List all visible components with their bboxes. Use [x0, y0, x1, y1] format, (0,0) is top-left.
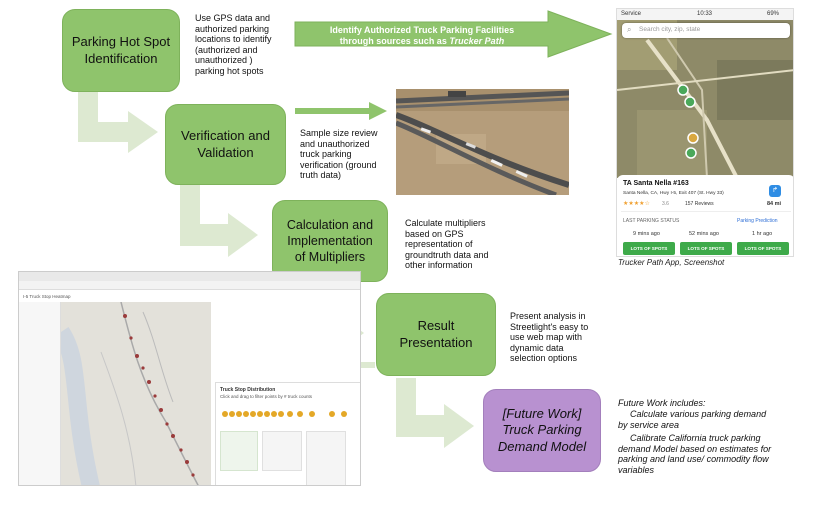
lots-badge-1: LOTS OF SPOTS	[623, 242, 675, 255]
note-future-item-2: Calibrate California truck parking deman…	[618, 433, 772, 475]
filter-list-1[interactable]	[220, 431, 258, 471]
step-parking-hotspot: Parking Hot Spot Identification	[62, 9, 180, 92]
chart-panel-subtitle: Click and drag to filter points by # tru…	[220, 394, 313, 399]
phone-search-input[interactable]: ⌕ Search city, zip, state	[622, 23, 790, 38]
truck-stop-markers	[123, 314, 195, 477]
step-result-label: Result Presentation	[399, 317, 473, 350]
trucker-path-screenshot: Service 10:33 69% ⌕ Search city, zip, st…	[616, 8, 794, 257]
chart-panel: Truck Stop Distribution Click and drag t…	[215, 382, 360, 485]
directions-icon[interactable]: ↱	[769, 185, 781, 197]
lots-badge-2: LOTS OF SPOTS	[680, 242, 732, 255]
banner-text: Identify Authorized Truck Parking Facili…	[305, 25, 539, 48]
map-pin-1	[677, 84, 689, 96]
step-future-work: [Future Work] Truck Parking Demand Model	[483, 389, 601, 472]
status-label: LAST PARKING STATUS	[623, 218, 680, 224]
phone-time: 10:33	[697, 11, 713, 17]
map-pin-2	[684, 96, 696, 108]
banner-line-2: through sources such as Trucker Path	[305, 36, 539, 47]
arrow-verification-to-calculation	[180, 185, 258, 257]
banner-line-2-emph: Trucker Path	[449, 36, 505, 47]
filter-list-2[interactable]	[262, 431, 302, 471]
browser-toolbar	[19, 272, 360, 281]
phone-map[interactable]	[617, 20, 794, 178]
note-hotspot: Use GPS data and authorized parking loca…	[195, 13, 272, 77]
status-time-2: 52 mins ago	[689, 231, 719, 237]
lots-badge-3: LOTS OF SPOTS	[737, 242, 789, 255]
phone-carrier: Service	[621, 11, 642, 17]
banner-line-2-prefix: through sources such as	[339, 36, 450, 47]
note-verification: Sample size review and unauthorized truc…	[300, 128, 378, 181]
arrow-hotspot-to-verification	[78, 92, 158, 153]
chart-panel-title: Truck Stop Distribution	[220, 387, 276, 393]
map-pin-4	[685, 147, 697, 159]
step-result: Result Presentation	[376, 293, 496, 376]
step-calculation-label: Calculation and Implementation of Multip…	[286, 218, 374, 264]
step-calculation: Calculation and Implementation of Multip…	[272, 200, 388, 282]
rating-stars-icon: ★★★★☆	[623, 201, 650, 207]
place-title: TA Santa Nella #163	[623, 180, 689, 187]
layer-panel	[19, 302, 61, 485]
step-future-work-label: [Future Work] Truck Parking Demand Model	[497, 405, 587, 454]
phone-search-placeholder: Search city, zip, state	[639, 26, 701, 33]
phone-battery: 69%	[767, 11, 780, 17]
distribution-dots[interactable]	[220, 405, 359, 423]
step-verification-label: Verification and Validation	[181, 127, 270, 160]
map-pin-3	[687, 132, 699, 144]
prediction-label[interactable]: Parking Prediction	[737, 218, 778, 224]
review-count: 157 Reviews	[685, 201, 714, 207]
note-calculation: Calculate multipliers based on GPS repre…	[405, 218, 489, 271]
filter-list-3[interactable]	[306, 431, 346, 485]
phone-caption: Trucker Path App, Screenshot	[618, 258, 725, 267]
browser-address-bar[interactable]	[19, 281, 360, 290]
panel-divider	[621, 211, 791, 212]
streetlight-webmap-screenshot: I-5 Truck Stop Heatmap Truck Stop Distri…	[18, 271, 361, 486]
note-future-item-1: Calculate various parking demand by serv…	[618, 409, 767, 430]
aerial-photo	[396, 89, 569, 195]
note-result: Present analysis in Streetlight's easy t…	[510, 311, 589, 364]
webmap-panel-title: I-5 Truck Stop Heatmap	[23, 294, 71, 299]
step-verification: Verification and Validation	[165, 104, 286, 185]
aerial-photo-image	[396, 89, 569, 195]
arrow-to-aerial	[295, 102, 387, 120]
banner-line-1: Identify Authorized Truck Parking Facili…	[329, 25, 515, 35]
place-address: Santa Nella, CA, Hwy I-5, Exit 407 (St. …	[623, 191, 724, 196]
webmap-map[interactable]	[61, 302, 211, 486]
phone-status-bar: Service 10:33 69%	[617, 9, 793, 20]
status-time-3: 1 hr ago	[752, 231, 773, 237]
search-icon: ⌕	[627, 25, 632, 34]
note-future-title: Future Work includes:	[618, 398, 706, 408]
distance: 84 mi	[767, 201, 782, 207]
arrow-result-to-future	[396, 378, 474, 448]
banner-arrow	[294, 10, 613, 58]
rating-value: 3.6	[662, 201, 669, 207]
status-time-1: 9 mins ago	[633, 231, 660, 237]
step-parking-hotspot-label: Parking Hot Spot Identification	[71, 33, 171, 66]
